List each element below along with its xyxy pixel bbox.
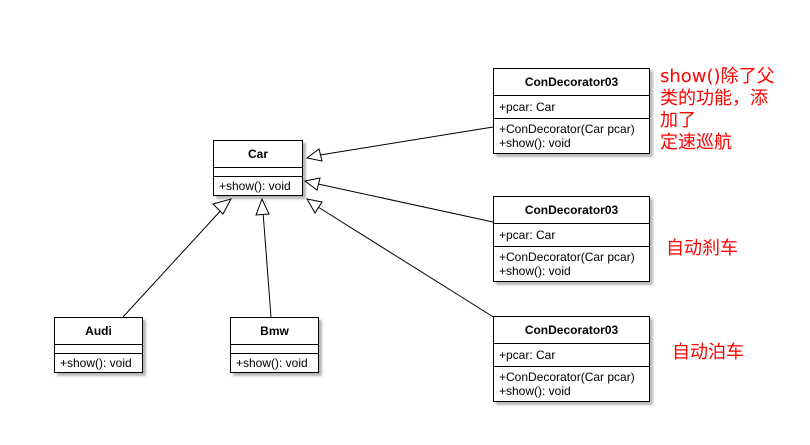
decorator-bottom-method: +show(): void: [499, 384, 571, 398]
decorator-mid-attribute: +pcar: Car: [499, 228, 556, 242]
decorator-mid-class-name: ConDecorator03: [494, 197, 649, 224]
decorator-top-methods: +ConDecorator(Car pcar) +show(): void: [494, 119, 649, 153]
audi-class[interactable]: Audi +show(): void: [54, 317, 143, 373]
decorator-bottom-methods: +ConDecorator(Car pcar) +show(): void: [494, 367, 649, 401]
decorator-top-to-car-arrowhead: [305, 148, 323, 162]
decorator-mid-to-car-line: [317, 183, 494, 223]
decorator-mid-class[interactable]: ConDecorator03 +pcar: Car +ConDecorator(…: [493, 196, 650, 282]
decorator-mid-method: +show(): void: [499, 264, 571, 278]
audi-methods: +show(): void: [55, 354, 142, 372]
note-bottom: 自动泊车: [672, 342, 744, 363]
car-attributes: [214, 168, 302, 177]
decorator-bottom-attributes: +pcar: Car: [494, 344, 649, 367]
car-class-name: Car: [214, 141, 302, 168]
decorator-bottom-to-car-line: [317, 206, 496, 319]
bmw-method: +show(): void: [236, 356, 308, 370]
decorator-mid-method: +ConDecorator(Car pcar): [499, 250, 635, 264]
decorator-top-method: +ConDecorator(Car pcar): [499, 122, 635, 136]
note-top-line: 加了: [660, 110, 696, 131]
bmw-methods: +show(): void: [231, 354, 318, 372]
decorator-top-attribute: +pcar: Car: [499, 100, 556, 114]
decorator-bottom-to-car-arrowhead: [306, 198, 323, 214]
bmw-to-car-line: [262, 211, 272, 318]
bmw-class[interactable]: Bmw +show(): void: [230, 317, 319, 373]
note-top-line: show()除了父: [660, 66, 775, 87]
car-class[interactable]: Car +show(): void: [213, 140, 303, 196]
note-top-line: 类的功能，添: [660, 88, 768, 109]
decorator-top-class-name: ConDecorator03: [494, 69, 649, 96]
bmw-class-name: Bmw: [231, 318, 318, 345]
decorator-bottom-class[interactable]: ConDecorator03 +pcar: Car +ConDecorator(…: [493, 316, 650, 402]
note-top-line: 定速巡航: [660, 132, 732, 153]
decorator-bottom-class-name: ConDecorator03: [494, 317, 649, 344]
decorator-mid-methods: +ConDecorator(Car pcar) +show(): void: [494, 247, 649, 281]
decorator-bottom-attribute: +pcar: Car: [499, 348, 556, 362]
bmw-to-car-arrowhead: [255, 197, 270, 216]
audi-method: +show(): void: [60, 356, 132, 370]
note-top: show()除了父 类的功能，添 加了 定速巡航: [660, 66, 800, 154]
decorator-top-class[interactable]: ConDecorator03 +pcar: Car +ConDecorator(…: [493, 68, 650, 154]
audi-to-car-line: [122, 206, 225, 318]
decorator-bottom-method: +ConDecorator(Car pcar): [499, 370, 635, 384]
decorator-top-to-car-line: [319, 126, 494, 156]
note-mid: 自动刹车: [666, 238, 738, 259]
audi-class-name: Audi: [55, 318, 142, 345]
decorator-mid-to-car-arrowhead: [303, 177, 321, 191]
decorator-top-method: +show(): void: [499, 136, 571, 150]
car-method: +show(): void: [219, 179, 291, 193]
bmw-attributes: [231, 345, 318, 354]
decorator-mid-attributes: +pcar: Car: [494, 224, 649, 247]
car-methods: +show(): void: [214, 177, 302, 195]
decorator-top-attributes: +pcar: Car: [494, 96, 649, 119]
audi-to-car-arrowhead: [212, 198, 232, 215]
audi-attributes: [55, 345, 142, 354]
